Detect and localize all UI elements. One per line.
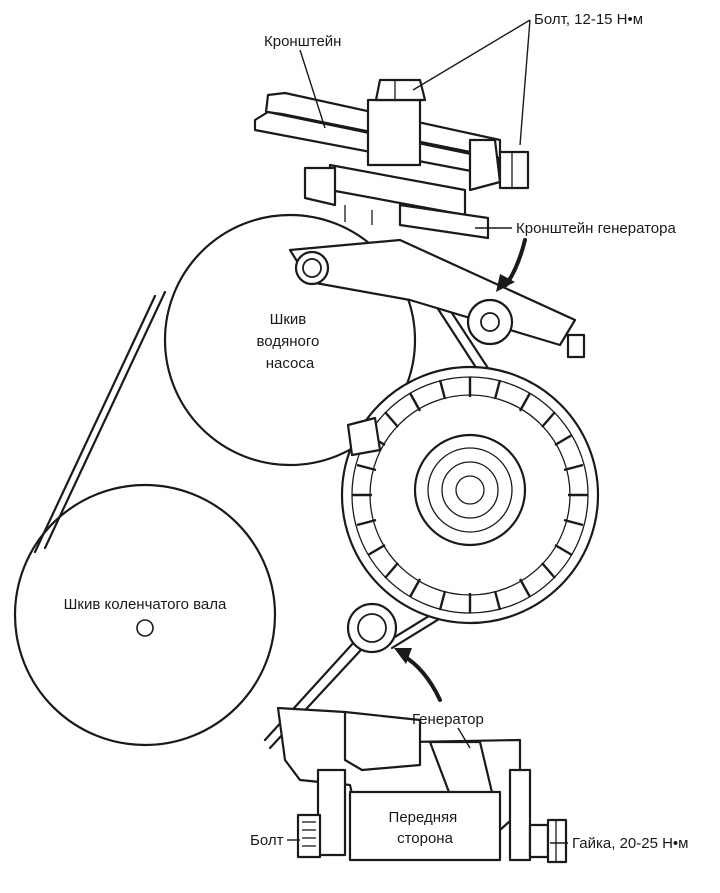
label-crankshaft-pulley: Шкив коленчатого вала <box>64 596 227 613</box>
top-bracket-assembly <box>253 78 530 240</box>
label-water-pump-pulley-line-1: Шкив <box>270 311 307 328</box>
alternator <box>288 238 600 654</box>
arrow-to-generator <box>394 648 442 702</box>
label-water-pump-pulley-line-3: насоса <box>266 355 315 372</box>
label-front-side: Передняя сторона <box>389 809 462 847</box>
label-front-side-line-2: сторона <box>397 830 454 847</box>
label-water-pump-pulley-line-2: водяного <box>257 333 320 350</box>
label-bracket: Кронштейн <box>264 33 341 50</box>
label-bolt-bottom: Болт <box>250 832 284 849</box>
label-water-pump-pulley: Шкив водяного насоса <box>257 311 324 372</box>
label-alternator-bracket: Кронштейн генератора <box>516 220 676 237</box>
label-front-side-line-1: Передняя <box>389 809 458 826</box>
leader-lines <box>287 19 568 844</box>
label-generator: Генератор <box>412 711 484 728</box>
crankshaft-pulley <box>13 483 277 747</box>
generator-mount-inset <box>276 706 568 864</box>
label-bolt-top: Болт, 12-15 Н•м <box>534 11 643 28</box>
arrow-to-alternator-bracket <box>496 238 527 292</box>
label-nut: Гайка, 20-25 Н•м <box>572 835 689 852</box>
